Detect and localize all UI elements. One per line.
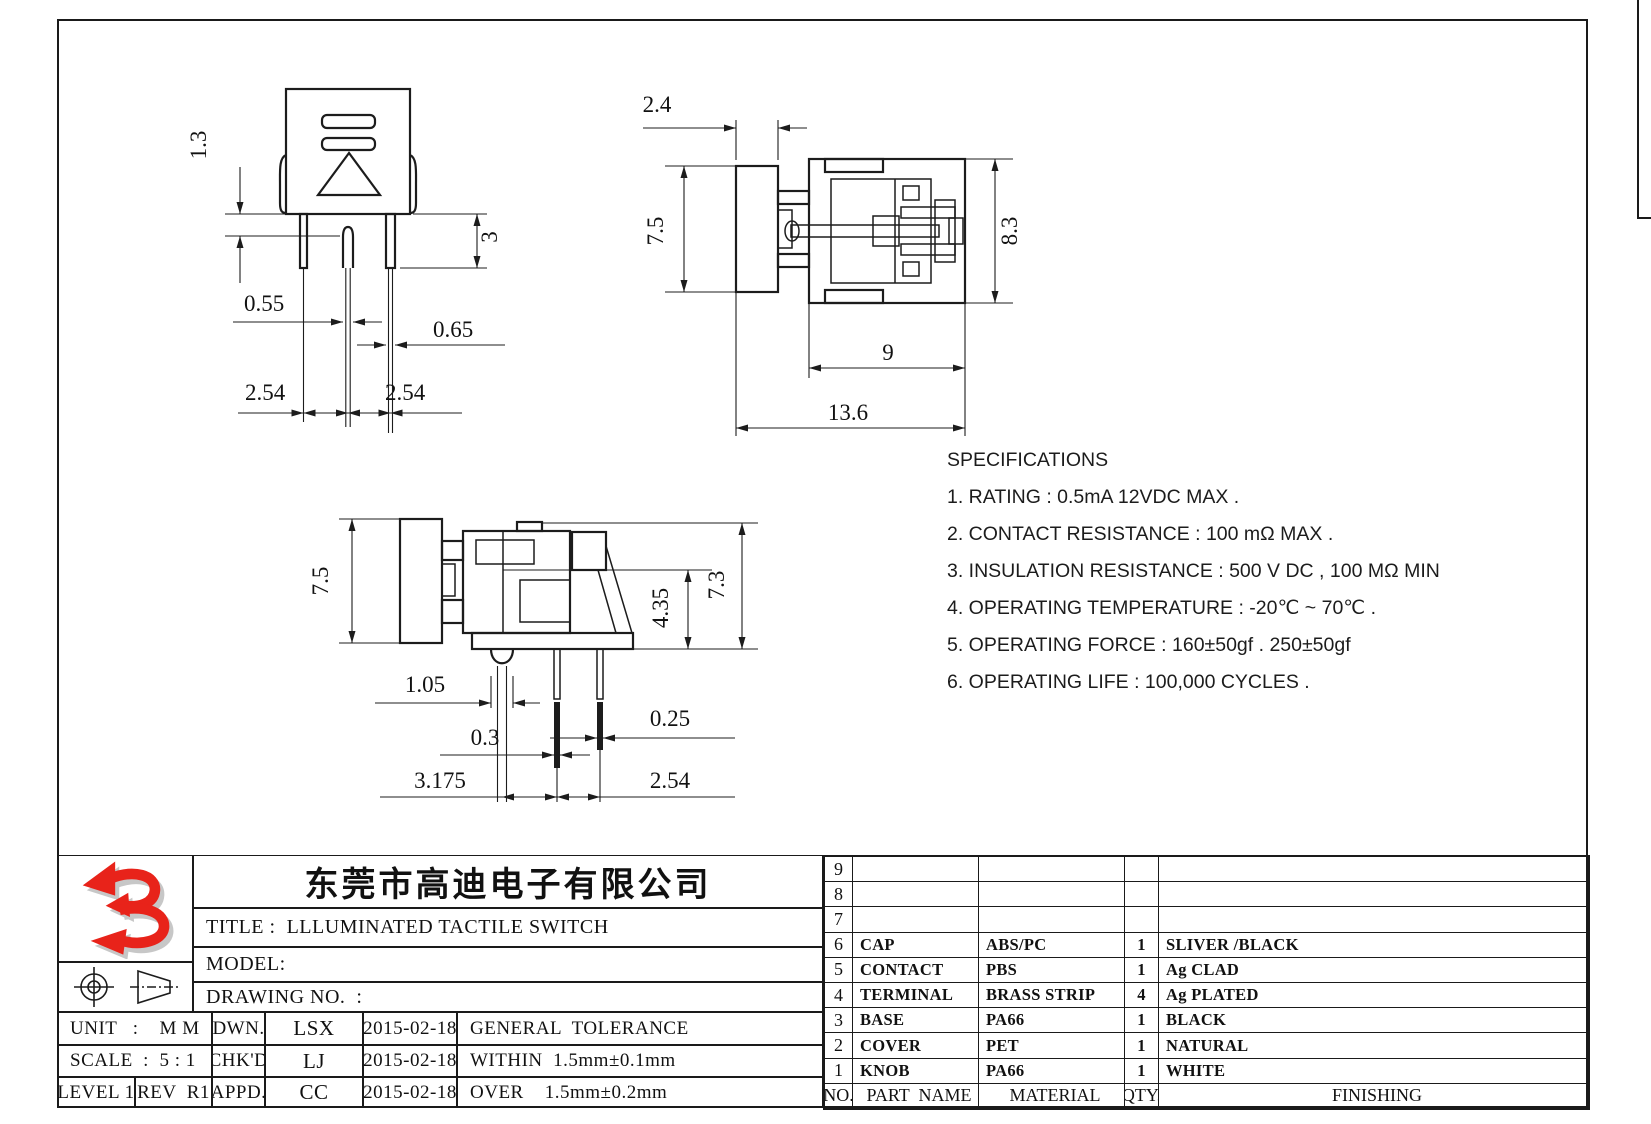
scale-cell: SCALE : 5 : 1 [57,1045,212,1077]
table-row: 5 CONTACT PBS 1 Ag CLAD [825,957,1588,984]
table-row: 6 CAP ABS/PC 1 SLIVER /BLACK [825,932,1588,958]
dim-label: 0.3 [471,725,500,750]
dim-label: 2.54 [385,380,426,405]
dim-label: 2.54 [650,768,691,793]
model-row: MODEL: [193,947,823,982]
pin-2 [596,648,604,700]
rev-cell: REV R1 [135,1077,212,1108]
tolerance-within-cell: WITHIN 1.5mm±0.1mm [457,1045,823,1077]
side-view-dimensions: 2.4 7.5 8.3 9 13.6 [643,92,1022,436]
table-row: 4 TERMINAL BRASS STRIP 4 Ag PLATED [825,983,1588,1009]
bottom-view-body [398,517,635,802]
table-row: 1 KNOB PA66 1 WHITE [825,1058,1588,1084]
tolerance-over-cell: OVER 1.5mm±0.2mm [457,1077,823,1108]
dim-label: 7.5 [308,567,333,596]
chkd-date-cell: 2015-02-18 [363,1045,457,1077]
side-view-drawing: 2.4 7.5 8.3 9 13.6 [643,92,1022,436]
knob-icon-bar2 [320,136,377,152]
dim-label: 1.3 [186,131,211,160]
dim-label: 2.54 [245,380,286,405]
knob-icon-triangle [315,151,383,197]
logo-arrows-icon [82,860,174,959]
unit-cell: UNIT : M M [57,1012,212,1045]
pin-1 [553,648,561,700]
projection-symbol-cell [57,962,193,1012]
base-outline [470,631,635,651]
side-view-body [734,157,967,305]
dim-label: 0.65 [433,317,473,342]
body-outline [461,529,572,635]
table-row: 3 BASE PA66 1 BLACK [825,1008,1588,1034]
cap-outline [734,164,780,294]
dim-label: 2.4 [643,92,672,117]
title-row: TITLE : LLLUMINATED TACTILE SWITCH [193,908,823,947]
level-cell: LEVEL 1 [57,1077,135,1108]
drawing-no-row: DRAWING NO. : [193,982,823,1012]
company-logo [57,855,193,962]
spec-item: 2. CONTACT RESISTANCE : 100 mΩ MAX . [947,523,1334,545]
dim-label: 0.25 [650,706,690,731]
dim-label: 4.35 [648,588,673,628]
specifications-block: SPECIFICATIONS 1. RATING : 0.5mA 12VDC M… [947,448,1440,707]
table-header-row: NO. PART NAME MATERIAL QTY. FINISHING [825,1083,1588,1109]
front-view-drawing: 1.3 3 0.55 0.65 2.54 2.54 [186,87,505,433]
appd-value-cell: CC [265,1077,363,1108]
dim-label: 7.5 [643,217,668,246]
knob-icon-bar1 [320,113,377,130]
chkd-value-cell: LJ [265,1045,363,1077]
dwn-date-cell: 2015-02-18 [363,1012,457,1045]
spec-item: 3. INSULATION RESISTANCE : 500 V DC , 10… [947,560,1440,582]
dim-label: 3.175 [414,768,466,793]
projection-angle-icon [74,967,180,1007]
front-view-body [278,87,418,433]
bottom-view-drawing: 7.5 1.05 0.3 0.25 3.175 2.54 4.35 7.3 [308,517,758,802]
pin-right [384,212,397,270]
spec-item: 6. OPERATING LIFE : 100,000 CYCLES . [947,671,1310,693]
table-row: 9 [825,857,1588,883]
spec-item: 5. OPERATING FORCE : 160±50gf . 250±50gf [947,634,1351,656]
chkd-label-cell: CHK'D [212,1045,265,1077]
parts-table: 9 8 7 6 CAP ABS/PC 1 SLIVER /BLACK [823,855,1590,1110]
bottom-view-dimensions: 7.5 1.05 0.3 0.25 3.175 2.54 4.35 7.3 [308,518,758,801]
appd-date-cell: 2015-02-18 [363,1077,457,1108]
company-name: 东莞市高迪电子有限公司 [193,855,823,908]
dim-label: 8.3 [997,217,1022,246]
body-outline [807,157,967,305]
table-row: 7 [825,907,1588,933]
adjacent-sheet-fragment [1637,0,1651,219]
table-row: 8 [825,882,1588,908]
title-label: TITLE : [206,916,276,938]
spec-item: 1. RATING : 0.5mA 12VDC MAX . [947,486,1240,508]
title-value: LLLUMINATED TACTILE SWITCH [286,916,609,938]
dim-label: 7.3 [704,571,729,600]
dwn-value-cell: LSX [265,1012,363,1045]
dim-label: 0.55 [244,291,284,316]
specifications-title: SPECIFICATIONS [947,449,1109,471]
dim-label: 1.05 [405,672,445,697]
pin-center [341,225,355,268]
dwn-label-cell: DWN. [212,1012,265,1045]
dim-label: 9 [882,340,894,365]
dim-label: 13.6 [828,400,868,425]
tolerance-title-cell: GENERAL TOLERANCE [457,1012,823,1045]
appd-label-cell: APPD. [212,1077,265,1108]
table-row: 2 COVER PET 1 NATURAL [825,1033,1588,1059]
led-dome [489,648,515,665]
spec-item: 4. OPERATING TEMPERATURE : -20℃ ~ 70℃ . [947,597,1377,619]
pin-left [298,212,309,270]
cap-outline [398,517,444,645]
front-view-dimensions: 1.3 3 0.55 0.65 2.54 2.54 [186,131,505,417]
dim-label: 3 [477,231,502,243]
